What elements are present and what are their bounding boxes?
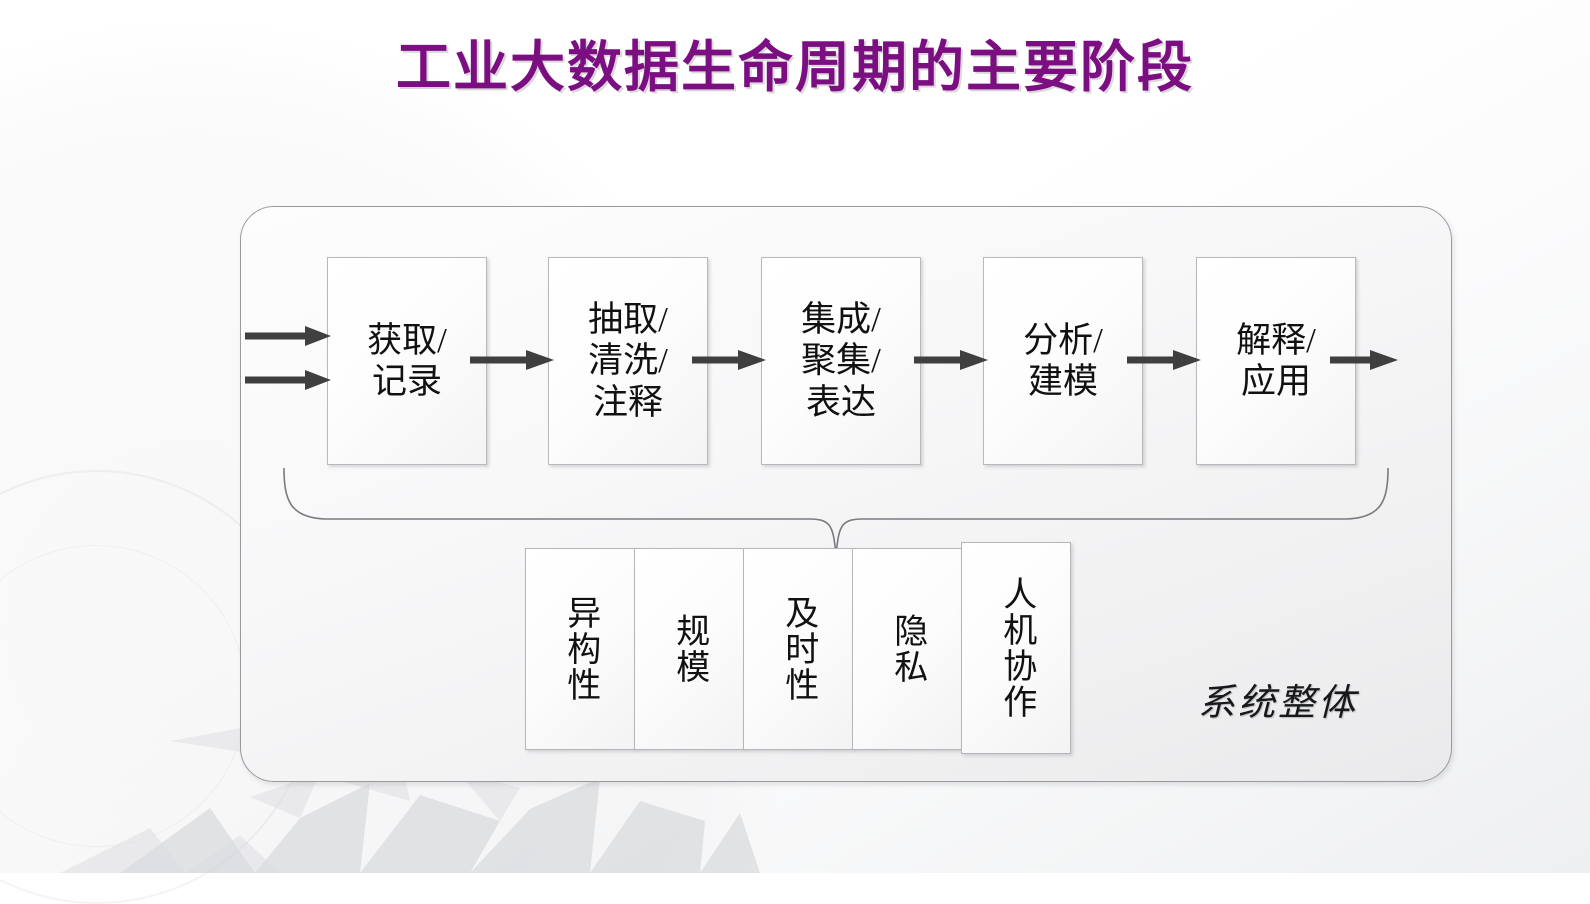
stage-label: 抽取/ 清洗/ 注释 xyxy=(588,300,668,422)
system-whole-label: 系统整体 xyxy=(1198,681,1358,724)
output-arrow-icon xyxy=(1330,350,1398,370)
stage-box-extract-clean-annotate[interactable]: 抽取/ 清洗/ 注释 xyxy=(548,257,708,465)
arrow-stage2-stage3-icon xyxy=(692,350,766,370)
attribute-box-privacy[interactable]: 隐私 xyxy=(852,548,962,750)
stage-label: 分析/ 建模 xyxy=(1023,320,1103,401)
stage-label: 获取/ 记录 xyxy=(367,320,447,401)
attribute-box-scale[interactable]: 规模 xyxy=(634,548,744,750)
attribute-label: 规模 xyxy=(670,613,708,685)
attribute-label: 人机协作 xyxy=(997,576,1035,720)
attribute-label: 异构性 xyxy=(561,595,599,703)
arrow-stage1-stage2-icon xyxy=(470,350,554,370)
stage-label: 解释/ 应用 xyxy=(1236,320,1316,401)
stage-box-analyze-model[interactable]: 分析/ 建模 xyxy=(983,257,1143,465)
attribute-label: 隐私 xyxy=(888,613,926,685)
stage-box-integrate-aggregate-represent[interactable]: 集成/ 聚集/ 表达 xyxy=(761,257,921,465)
stage-label: 集成/ 聚集/ 表达 xyxy=(801,300,881,422)
arrow-stage3-stage4-icon xyxy=(914,350,988,370)
attribute-box-human-machine-collaboration[interactable]: 人机协作 xyxy=(961,542,1071,754)
attribute-box-timeliness[interactable]: 及时性 xyxy=(743,548,853,750)
attribute-label: 及时性 xyxy=(779,595,817,703)
stage-box-acquire-record[interactable]: 获取/ 记录 xyxy=(327,257,487,465)
input-arrow-top-icon xyxy=(245,326,331,346)
arrow-stage4-stage5-icon xyxy=(1127,350,1201,370)
input-arrow-bottom-icon xyxy=(245,370,331,390)
page-title: 工业大数据生命周期的主要阶段 xyxy=(395,35,1194,99)
stage-box-interpret-apply[interactable]: 解释/ 应用 xyxy=(1196,257,1356,465)
attribute-box-heterogeneity[interactable]: 异构性 xyxy=(525,548,635,750)
attribute-box-row: 异构性 规模 及时性 隐私 人机协作 xyxy=(525,542,1071,754)
curly-brace-connector xyxy=(283,467,1389,555)
